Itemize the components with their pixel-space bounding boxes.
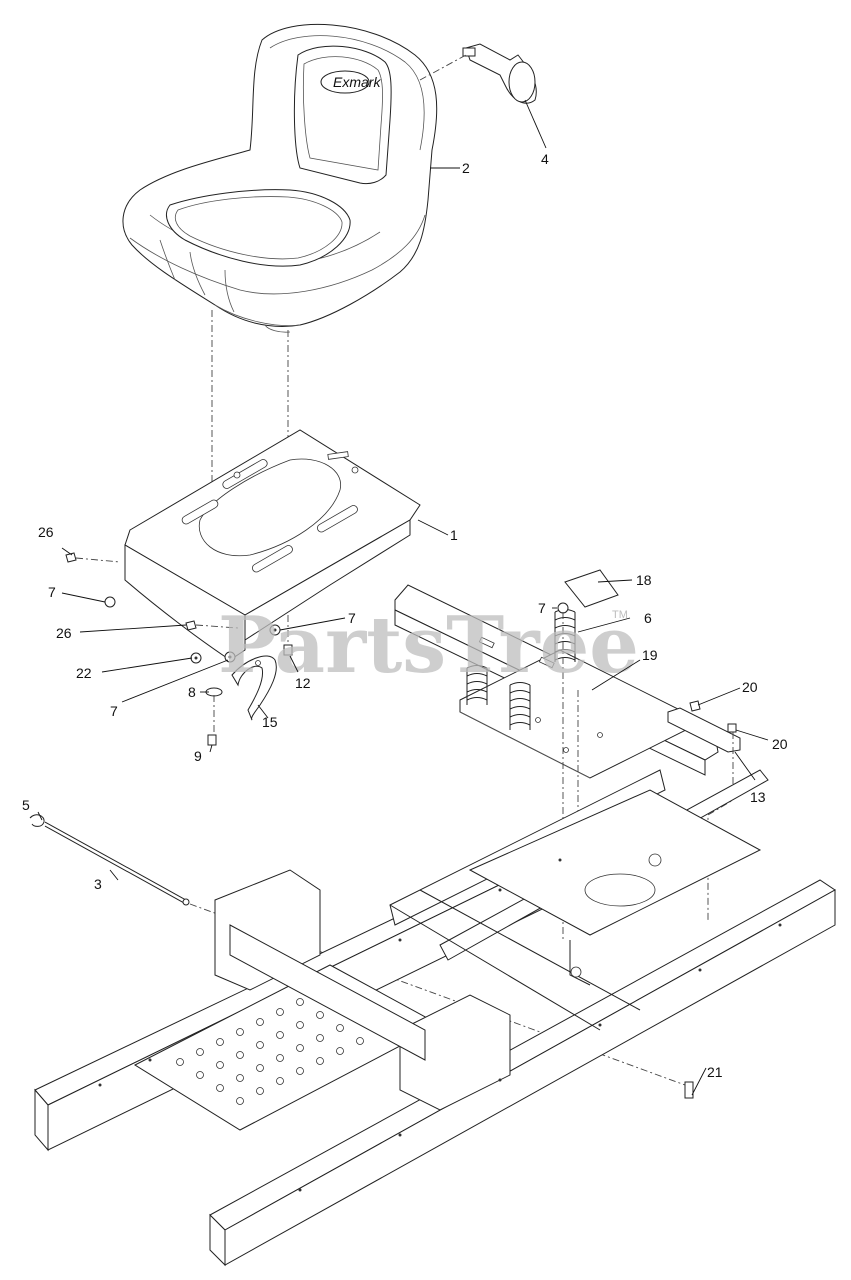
callout-6[interactable]: 6 [644, 610, 652, 626]
spring-front [554, 609, 576, 662]
seat-logo-text: Exmark [333, 74, 381, 90]
callout-1[interactable]: 1 [450, 527, 458, 543]
watermark: PartsTree [218, 600, 639, 691]
callout-22[interactable]: 22 [76, 665, 92, 681]
callout-7-lower[interactable]: 7 [110, 703, 118, 719]
warning-decal[interactable] [564, 569, 619, 608]
callout-12[interactable]: 12 [295, 675, 311, 691]
callout-26-lower[interactable]: 26 [56, 625, 72, 641]
dash-line-seat-switch [419, 54, 467, 81]
callout-7-center[interactable]: 7 [348, 610, 356, 626]
callout-21[interactable]: 21 [707, 1064, 723, 1080]
callout-19[interactable]: 19 [642, 647, 658, 663]
pan-hardware [65, 552, 293, 746]
hairpin-clip [29, 814, 45, 827]
callout-3[interactable]: 3 [94, 876, 102, 892]
seat-pivot-bracket[interactable] [231, 655, 277, 721]
callout-9[interactable]: 9 [194, 748, 202, 764]
callout-8[interactable]: 8 [188, 684, 196, 700]
seat[interactable]: Exmark [122, 23, 438, 333]
callout-7-spring[interactable]: 7 [538, 600, 546, 616]
leader-lines [37, 99, 769, 1096]
callout-13[interactable]: 13 [750, 789, 766, 805]
dash-26a [75, 557, 121, 563]
seat-logo-badge [320, 70, 370, 94]
dash-20b [707, 732, 734, 920]
seat-switch-connector[interactable] [462, 43, 537, 104]
spring-left [466, 665, 488, 705]
callout-18[interactable]: 18 [636, 572, 652, 588]
callout-7-left[interactable]: 7 [48, 584, 56, 600]
seat-pan[interactable] [124, 429, 421, 661]
callout-26-upper[interactable]: 26 [38, 524, 54, 540]
callout-5[interactable]: 5 [22, 797, 30, 813]
bolt-20b [727, 723, 737, 733]
chassis-frame [34, 769, 836, 1267]
callout-labels: 1 2 3 4 5 6 7 7 7 7 8 9 12 13 15 18 19 2… [22, 151, 788, 1080]
callout-4[interactable]: 4 [541, 151, 549, 167]
bolt-21 [684, 1081, 694, 1099]
spring-right [509, 682, 531, 730]
watermark-tm: TM [612, 609, 628, 621]
dash-26b [195, 624, 239, 629]
pivot-rod[interactable] [29, 814, 190, 906]
callout-2[interactable]: 2 [462, 160, 470, 176]
callout-20-lower[interactable]: 20 [772, 736, 788, 752]
bolt-20a [689, 700, 701, 712]
callout-15[interactable]: 15 [262, 714, 278, 730]
suspension-assembly[interactable] [394, 584, 741, 779]
callout-20-upper[interactable]: 20 [742, 679, 758, 695]
